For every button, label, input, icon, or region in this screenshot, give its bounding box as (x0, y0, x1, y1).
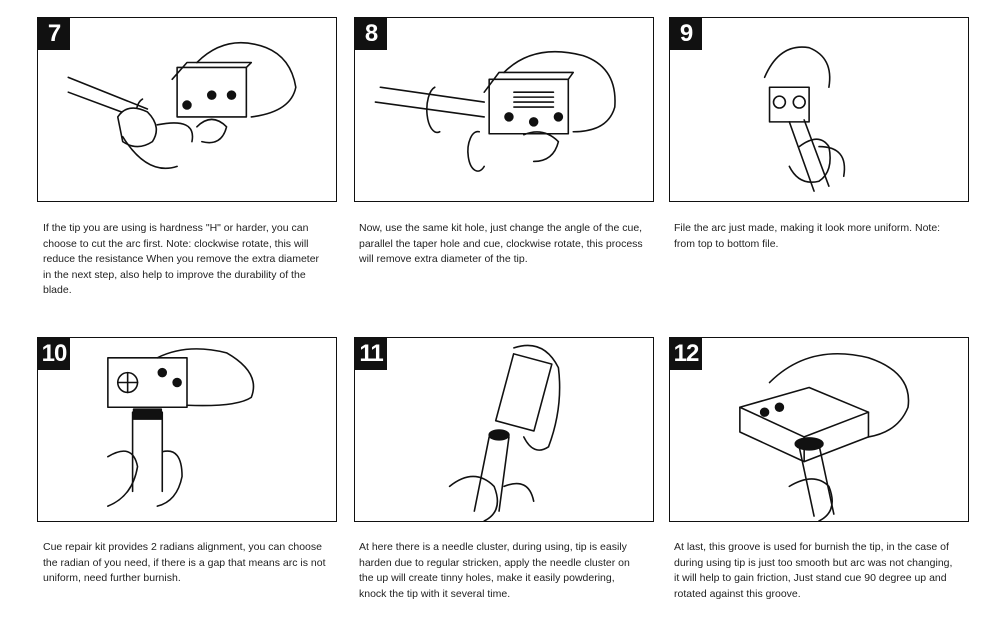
step-9-caption: File the arc just made, making it look m… (674, 222, 941, 250)
step-11-caption: At here there is a needle cluster, durin… (359, 541, 630, 600)
step-8-illustration: 8 (354, 17, 654, 202)
filing-arc-hands-illustration (763, 46, 846, 192)
step-number-badge: 12 (670, 338, 702, 370)
burnish-groove-illustration (739, 352, 910, 521)
step-number-badge: 7 (38, 18, 70, 50)
step-7-illustration: 7 (37, 17, 337, 202)
radian-alignment-illustration (107, 348, 255, 507)
step-number-badge: 8 (355, 18, 387, 50)
step-9-illustration: 9 (669, 17, 969, 202)
step-12-illustration: 12 (669, 337, 969, 522)
step-8-caption: Now, use the same kit hole, just change … (359, 222, 643, 265)
step-11-illustration: 11 (354, 337, 654, 522)
step-number-badge: 10 (38, 338, 70, 370)
step-number-badge: 9 (670, 18, 702, 50)
needle-cluster-illustration (448, 344, 561, 521)
step-number-badge: 11 (355, 338, 387, 370)
step-7-caption: If the tip you are using is hardness "H"… (43, 222, 320, 296)
cue-diameter-hands-illustration (374, 50, 616, 172)
step-12-caption: At last, this groove is used for burnish… (674, 541, 953, 600)
cue-cutting-hands-illustration (67, 41, 297, 170)
step-10-caption: Cue repair kit provides 2 radians alignm… (43, 541, 326, 584)
step-10-illustration: 10 (37, 337, 337, 522)
